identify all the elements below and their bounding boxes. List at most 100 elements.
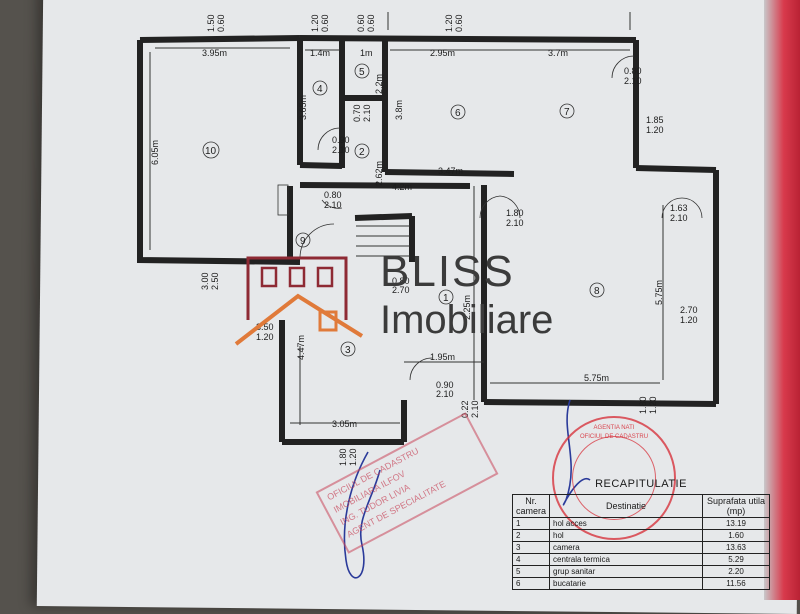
plan-top-dimensions: 3.95m 1.4m 1m 2.95m 3.7m (202, 48, 568, 58)
plan-walls (137, 35, 719, 445)
door5-h: 2.10 (670, 213, 688, 223)
bmark-4: 1.20 (348, 448, 358, 466)
door6-h: 2.10 (436, 389, 454, 399)
vdim-room1: 2.25m (462, 295, 472, 320)
vdim-room6: 3.8m (394, 100, 404, 120)
win4-w: 3.50 (256, 322, 274, 332)
door7-h: 2.70 (392, 285, 410, 295)
win3-h: 2.50 (210, 272, 220, 290)
room-2-number: 2 (359, 147, 365, 158)
plan-inner-dims: 4.2m 3.47m 1.95m 5.75m 3.05m (332, 166, 609, 429)
door5-w: 1.63 (670, 203, 688, 213)
idim-4: 5.75m (584, 373, 609, 383)
win3-w: 3.00 (200, 272, 210, 290)
door3-w: 0.80 (324, 190, 342, 200)
recap-cell-area: 1.60 (702, 529, 770, 542)
recap-cell-name: bucatarie (549, 577, 703, 590)
floor-plan: 3.95m 1.4m 1m 2.95m 3.7m 1.50 0.60 1.20 … (137, 12, 719, 579)
door7-w: 0.80 (392, 276, 410, 286)
win4-h: 1.20 (256, 332, 274, 342)
vdim-room3: 4.47m (296, 335, 306, 360)
bliss-logo-text: BLISS Imobiliare (380, 247, 554, 342)
win2-h: 1.20 (680, 315, 698, 325)
recap-cell-nr: 4 (512, 553, 550, 566)
recap-header-suprafata: Suprafata utila (mp) (702, 494, 770, 518)
recap-header-nr: Nr. camera (512, 494, 550, 518)
door1-h: 2.10 (624, 76, 642, 86)
win1-h: 1.20 (646, 125, 664, 135)
dim-top-room7: 3.7m (548, 48, 568, 58)
door2-w: 0.90 (332, 135, 350, 145)
plan-doors (277, 55, 703, 381)
recap-cell-area: 13.19 (702, 517, 770, 530)
room-5-number: 5 (359, 67, 365, 78)
vdim-room5: 2.2m (374, 74, 384, 94)
idim-1: 4.2m (392, 182, 412, 192)
win1-w: 1.85 (646, 115, 664, 125)
mark-4: 0.60 (320, 14, 330, 32)
room-6-number: 6 (455, 108, 461, 119)
dim-top-room6: 2.95m (430, 48, 455, 58)
table-row: 2 hol 1.60 (512, 529, 770, 542)
room-4-number: 4 (317, 84, 323, 95)
stamp-round-line-1: AGENTIA NATI (593, 425, 635, 431)
vdim-w1: 0.70 (352, 104, 362, 122)
recap-cell-area: 5.29 (702, 553, 770, 566)
door1-w: 0.80 (624, 66, 642, 76)
mark-5: 0.60 (356, 14, 366, 32)
recap-table: Nr. camera Destinatie Suprafata utila (m… (512, 494, 770, 590)
room-10-number: 10 (205, 146, 217, 157)
vdim-hall: 2.62m (374, 161, 384, 186)
bmark-3: 1.80 (338, 448, 348, 466)
vdim-room8: 5.75m (654, 280, 664, 305)
bmark-6: 1.20 (648, 396, 658, 414)
logo-word-imobiliare: Imobiliare (380, 298, 554, 342)
recap-table-block: RECAPITULATIE Nr. camera Destinatie Supr… (512, 478, 770, 590)
recap-cell-nr: 3 (512, 541, 550, 554)
room-3-number: 3 (345, 345, 351, 356)
room-7-number: 7 (564, 107, 570, 118)
table-row: 3 camera 13.63 (512, 541, 770, 554)
mark-3: 1.20 (310, 14, 320, 32)
idim-2: 3.47m (438, 166, 463, 176)
vdim-room10: 6.05m (150, 140, 160, 165)
bmark-2: 2.10 (470, 400, 480, 418)
recap-cell-nr: 5 (512, 565, 550, 578)
vdim-room4: 3.65m (298, 95, 308, 120)
recap-header-row: Nr. camera Destinatie Suprafata utila (m… (512, 494, 770, 518)
recap-cell-nr: 6 (512, 577, 550, 590)
plan-bottom-marks: 0.22 2.10 1.80 1.20 1.80 1.20 (338, 396, 658, 466)
bmark-5: 1.80 (638, 396, 648, 414)
recap-cell-name: centrala termica (549, 553, 703, 566)
dim-top-room4: 1.4m (310, 48, 330, 58)
door4-h: 2.10 (506, 218, 524, 228)
recap-cell-nr: 2 (512, 529, 550, 542)
bliss-logo-mark (234, 256, 364, 346)
recap-cell-area: 11.56 (702, 577, 770, 590)
recap-header-destinatie: Destinatie (549, 494, 703, 518)
table-row: 4 centrala termica 5.29 (512, 553, 770, 566)
table-row: 6 bucatarie 11.56 (512, 577, 770, 590)
table-row: 5 grup sanitar 2.20 (512, 565, 770, 578)
door3-h: 2.10 (324, 200, 342, 210)
recap-cell-area: 2.20 (702, 565, 770, 578)
plan-vertical-dims: 6.05m 3.65m 2.2m 3.8m 4.47m 5.75m 0.70 2… (150, 74, 664, 360)
plan-window-labels: 1.85 1.20 2.70 1.20 3.00 2.50 3.50 1.20 (200, 115, 698, 342)
room-9-number: 9 (300, 236, 306, 247)
mark-7: 1.20 (444, 14, 454, 32)
door4-w: 1.80 (506, 208, 524, 218)
bmark-1: 0.22 (460, 400, 470, 418)
mark-1: 1.50 (206, 14, 216, 32)
room-1-number: 1 (443, 293, 449, 304)
idim-3: 1.95m (430, 352, 455, 362)
plan-window-marks: 1.50 0.60 1.20 0.60 0.60 0.60 1.20 0.60 (206, 14, 464, 32)
logo-word-bliss: BLISS (380, 247, 515, 296)
vdim-w2: 2.10 (362, 104, 372, 122)
dim-top-room10: 3.95m (202, 48, 227, 58)
door6-w: 0.90 (436, 380, 454, 390)
mark-2: 0.60 (216, 14, 226, 32)
recap-title: RECAPITULATIE (595, 478, 687, 490)
plan-door-labels: 0.80 2.10 0.90 2.10 0.80 2.10 1.80 2.10 … (324, 66, 688, 399)
plan-room-numbers: 1 2 3 4 5 6 7 8 9 10 (202, 63, 605, 357)
table-row: 1 hol acces 13.19 (512, 517, 770, 530)
